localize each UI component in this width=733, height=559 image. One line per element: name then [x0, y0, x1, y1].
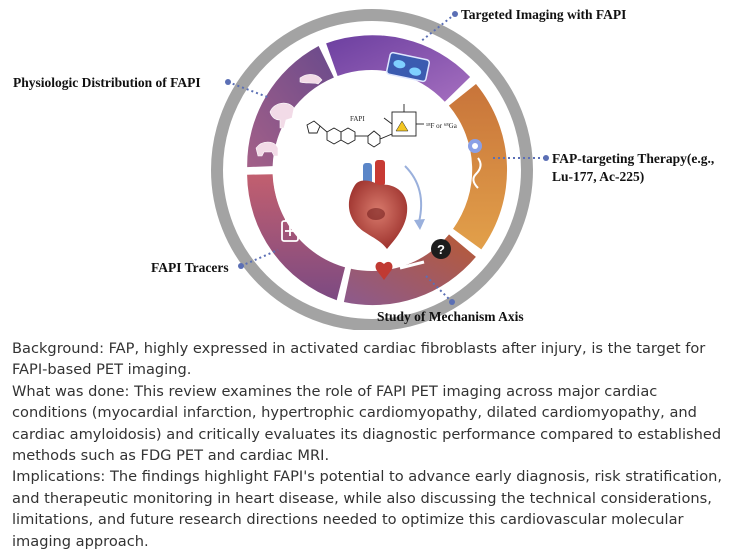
svg-text:?: ?	[437, 242, 445, 257]
abstract-what-was-done: What was done: This review examines the …	[12, 382, 722, 465]
radioactive-icon	[395, 120, 409, 132]
callout-therapy-line1: FAP-targeting Therapy(e.g.,	[552, 151, 715, 166]
pet-scan-icon	[385, 51, 431, 83]
fapi-chemical-structure	[306, 104, 424, 148]
segment-tracers	[247, 174, 346, 301]
therapy-vial-icon	[468, 139, 482, 189]
abstract-text: Background: FAP, highly expressed in act…	[12, 338, 728, 552]
molecule-label: FAPI	[350, 115, 365, 123]
question-icon: ?	[431, 239, 451, 259]
isotope-label: ¹⁸F or ⁶⁸Ga	[426, 122, 458, 130]
tracer-bottle-icon	[281, 216, 299, 242]
callout-fapi-tracers: FAPI Tracers	[151, 260, 229, 275]
outer-ring	[211, 9, 533, 331]
curved-arrow-head	[414, 219, 425, 230]
curved-arrow	[404, 165, 423, 223]
callout-physiologic-distribution: Physiologic Distribution of FAPI	[13, 75, 201, 90]
abstract-background: Background: FAP, highly expressed in act…	[12, 340, 706, 379]
abstract-implications: Implications: The findings highlight FAP…	[12, 468, 723, 550]
cycle-diagram: ?	[211, 9, 549, 331]
callout-targeted-imaging: Targeted Imaging with FAPI	[461, 7, 627, 22]
connectors	[225, 11, 549, 305]
callout-therapy-line2: Lu-177, Ac-225)	[552, 169, 645, 184]
callout-mechanism-axis: Study of Mechanism Axis	[377, 309, 524, 324]
segment-therapy	[448, 84, 508, 250]
graphical-abstract-figure: ?	[13, 7, 715, 331]
heart-illustration	[348, 160, 408, 249]
animal-silhouettes-icon	[255, 74, 323, 157]
heart-sample-icon	[375, 260, 425, 280]
